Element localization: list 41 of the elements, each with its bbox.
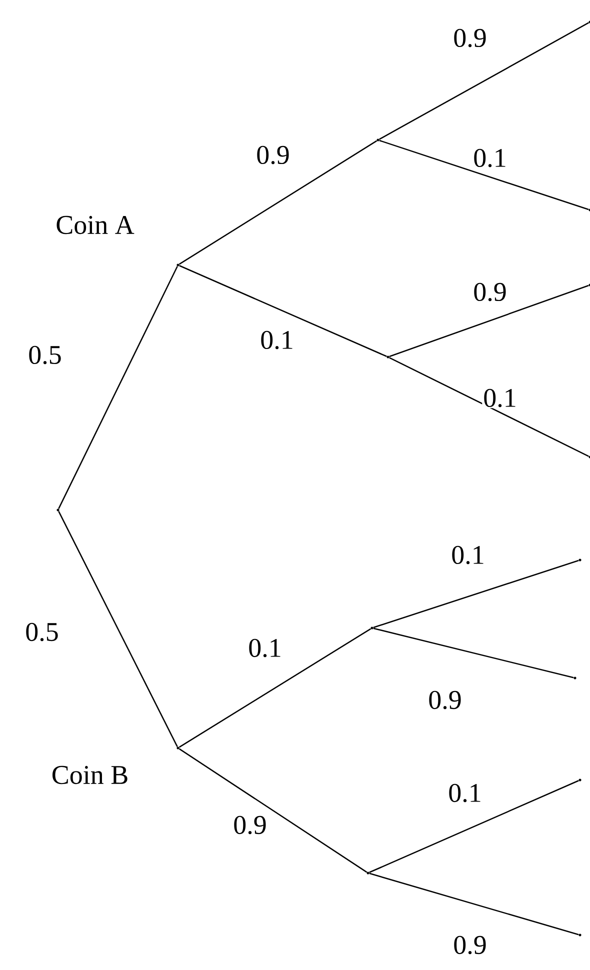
branch-line bbox=[369, 872, 579, 936]
branch-line bbox=[379, 22, 589, 140]
edge-label: 0.1 bbox=[247, 638, 283, 658]
branch-point bbox=[370, 626, 374, 630]
branch-point bbox=[366, 872, 370, 874]
branch-point bbox=[376, 138, 380, 142]
branch-point bbox=[578, 778, 582, 782]
branch-point bbox=[386, 356, 390, 358]
branch-point bbox=[176, 746, 180, 750]
branch-point bbox=[176, 264, 180, 266]
branch-point bbox=[578, 558, 582, 562]
edge-label: 0.5 bbox=[24, 622, 60, 642]
branch-line bbox=[178, 628, 372, 748]
edge-label: 0.1 bbox=[447, 782, 483, 804]
edge-label: 0.9 bbox=[452, 934, 488, 956]
branch-line bbox=[373, 628, 574, 678]
branch-line bbox=[369, 780, 579, 873]
branch-line bbox=[389, 357, 589, 457]
branch-line bbox=[373, 560, 579, 628]
edge-label: 0.9 bbox=[255, 144, 291, 166]
branch-line bbox=[389, 284, 589, 358]
edge-label: 0.9 bbox=[452, 28, 488, 48]
branch-point bbox=[574, 676, 576, 680]
branch-line bbox=[58, 266, 178, 509]
branch-line bbox=[178, 748, 368, 873]
edge-label: 0.1 bbox=[259, 330, 295, 350]
edge-label: 0.9 bbox=[472, 282, 508, 302]
edge-label: 0.5 bbox=[27, 344, 63, 366]
edge-label: 0.9 bbox=[427, 690, 463, 710]
branch-line bbox=[178, 140, 378, 265]
branch-line bbox=[179, 265, 387, 357]
edge-label: 0.1 bbox=[450, 544, 486, 566]
node-label: Coin B bbox=[52, 766, 128, 784]
branch-line bbox=[379, 140, 589, 210]
node-label: Coin A bbox=[56, 216, 134, 234]
branch-point bbox=[56, 508, 60, 512]
edge-label: 0.1 bbox=[482, 388, 518, 408]
branch-point bbox=[578, 934, 582, 936]
edge-label: 0.9 bbox=[232, 814, 268, 836]
branch-line bbox=[58, 511, 178, 747]
edge-label: 0.1 bbox=[472, 148, 508, 168]
